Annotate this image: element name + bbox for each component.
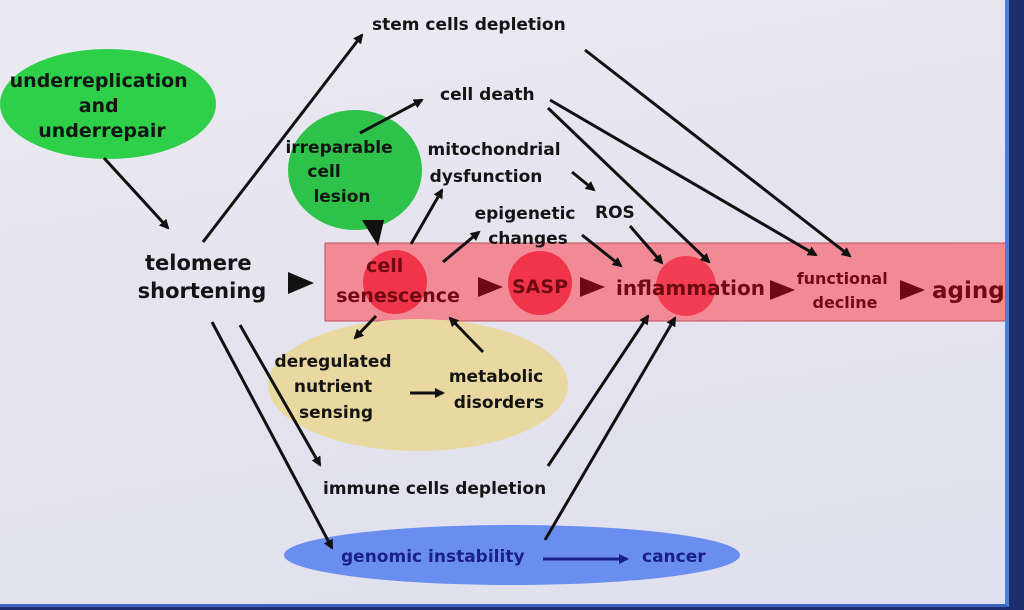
flow-triangles bbox=[288, 220, 384, 294]
underreplication-node-bg bbox=[0, 49, 216, 159]
functional-decline-node: functional decline bbox=[797, 269, 894, 312]
metabolic-disorders-node: metabolic disorders bbox=[449, 367, 549, 413]
mitochondrial-dysfunction-node: mitochondrial dysfunction bbox=[428, 140, 567, 187]
triangle-telomere-to-senescence bbox=[288, 272, 314, 294]
aging-pathway-diagram: underreplication and underrepair telomer… bbox=[0, 15, 1005, 585]
deregulated-nutrient-sensing-node: deregulated nutrient sensing bbox=[275, 352, 398, 423]
aging-node: aging bbox=[932, 278, 1005, 304]
band-triangles bbox=[478, 277, 925, 300]
cell-death-node: cell death bbox=[440, 85, 535, 105]
arrow-senescence-to-mitochondrial bbox=[409, 188, 444, 245]
triangle-decline-to-aging bbox=[900, 280, 925, 300]
triangle-senescence-to-sasp bbox=[478, 277, 503, 297]
cell-senescence-node: cell senescence bbox=[336, 255, 460, 307]
telomere-shortening-node: telomere shortening bbox=[138, 251, 267, 303]
pathway-arrows bbox=[102, 33, 852, 550]
irreparable-lesion-node: irreparable cell lesion bbox=[285, 138, 398, 207]
sasp-node: SASP bbox=[512, 276, 568, 298]
arrow-metabolic-to-senescence bbox=[448, 316, 485, 354]
metabolic-node-bg bbox=[268, 319, 568, 451]
arrow-stem-cells-to-decline bbox=[584, 48, 852, 258]
triangle-inflammation-to-decline bbox=[770, 280, 795, 300]
sasp-highlight-circle bbox=[508, 251, 572, 315]
arrow-cell-death-to-decline bbox=[549, 98, 818, 257]
arrow-underreplication-to-telomere bbox=[102, 156, 170, 230]
arrow-senescence-to-deregulated bbox=[353, 314, 378, 340]
cancer-node: cancer bbox=[642, 547, 706, 567]
arrow-mitochondrial-to-ros bbox=[571, 170, 596, 192]
arrow-epigenetic-to-inflammation bbox=[581, 233, 623, 268]
arrow-senescence-to-epigenetic bbox=[442, 230, 481, 264]
arrow-telomere-to-stem-cells bbox=[201, 33, 364, 243]
arrow-telomere-to-genomic bbox=[210, 321, 334, 550]
arrow-telomere-to-immune bbox=[238, 324, 322, 467]
epigenetic-changes-node: epigenetic changes bbox=[475, 204, 582, 249]
underreplication-node: underreplication and underrepair bbox=[10, 70, 195, 142]
ros-node: ROS bbox=[595, 203, 635, 223]
arrow-immune-to-inflammation bbox=[546, 314, 650, 467]
senescence-highlight-circle bbox=[363, 250, 427, 314]
genomic-node-bg bbox=[284, 525, 740, 585]
arrow-genomic-to-inflammation bbox=[543, 316, 677, 541]
arrow-cell-death-to-inflammation bbox=[546, 106, 711, 264]
immune-cells-depletion-node: immune cells depletion bbox=[323, 479, 546, 499]
triangle-lesion-to-senescence bbox=[362, 220, 384, 246]
stem-cells-depletion-node: stem cells depletion bbox=[372, 15, 566, 35]
arrow-lesion-to-cell-death bbox=[359, 98, 424, 135]
arrow-ros-to-inflammation bbox=[628, 225, 664, 265]
triangle-sasp-to-inflammation bbox=[580, 277, 605, 297]
irreparable-lesion-node-bg bbox=[288, 110, 422, 230]
genomic-instability-node: genomic instability bbox=[341, 547, 525, 567]
inflammation-highlight-circle bbox=[656, 256, 716, 316]
inflammation-node: inflammation bbox=[616, 276, 765, 300]
